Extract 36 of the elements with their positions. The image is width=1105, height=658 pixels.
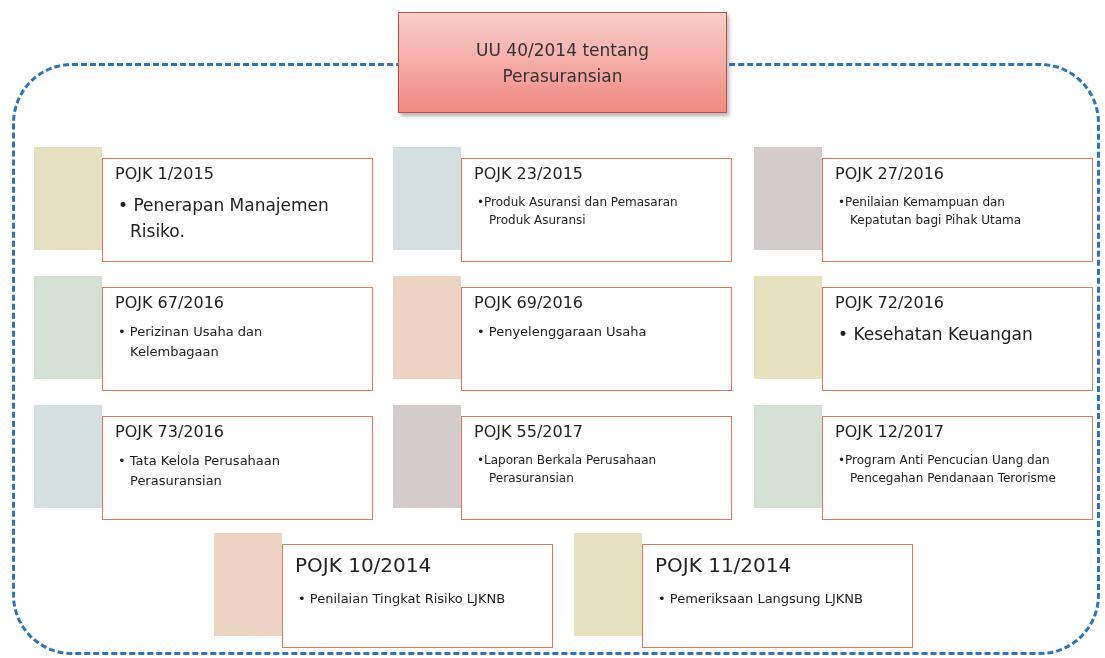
law-title: UU 40/2014 tentang Perasuransian — [475, 38, 650, 88]
law-box — [398, 12, 727, 113]
regulation-card — [574, 533, 913, 648]
bullet-text: • Penyelenggaraan Usaha — [477, 323, 648, 341]
regulation-card — [34, 147, 373, 262]
regulation-number: POJK 27/2016 — [835, 164, 944, 183]
regulation-number: POJK 55/2017 — [474, 422, 583, 441]
regulation-number: POJK 12/2017 — [835, 422, 944, 441]
regulation-number: POJK 67/2016 — [115, 293, 224, 312]
bullet-text: •Produk Asuransi dan Pemasaran Produk Asuransi — [477, 194, 679, 229]
regulation-number: POJK 11/2014 — [655, 553, 792, 577]
regulation-card — [393, 147, 732, 262]
regulation-number: POJK 10/2014 — [295, 553, 432, 577]
bullet-text: • Penerapan Manajemen Risiko. — [118, 194, 330, 243]
bullet-text: •Laporan Berkala Perusahaan Perasuransian — [477, 452, 658, 487]
bullet-text: • Tata Kelola Perusahaan Perasuransian — [118, 452, 281, 490]
bullet-text: • Penilaian Tingkat Risiko LJKNB — [298, 590, 507, 608]
bullet-text: • Kesehatan Keuangan — [838, 323, 1034, 346]
regulation-number: POJK 69/2016 — [474, 293, 583, 312]
regulation-card — [214, 533, 553, 648]
regulation-number: POJK 72/2016 — [835, 293, 944, 312]
regulation-card — [754, 276, 1093, 391]
bullet-text: •Penilaian Kemampuan dan Kepatutan bagi Pihak Utama — [838, 194, 1023, 229]
regulation-card — [34, 276, 373, 391]
regulation-number: POJK 73/2016 — [115, 422, 224, 441]
bullet-text: • Pemeriksaan Langsung LJKNB — [658, 590, 864, 608]
dashed-boundary — [12, 63, 1100, 655]
regulation-number: POJK 23/2015 — [474, 164, 583, 183]
regulation-card — [34, 405, 373, 520]
regulation-card — [754, 147, 1093, 262]
regulation-card — [393, 405, 732, 520]
regulation-card — [393, 276, 732, 391]
bullet-text: •Program Anti Pencucian Uang dan Pencegahan Pendanaan Terorisme — [838, 452, 1057, 487]
bullet-text: • Perizinan Usaha dan Kelembagaan — [118, 323, 264, 361]
regulation-number: POJK 1/2015 — [115, 164, 214, 183]
regulation-card — [754, 405, 1093, 520]
